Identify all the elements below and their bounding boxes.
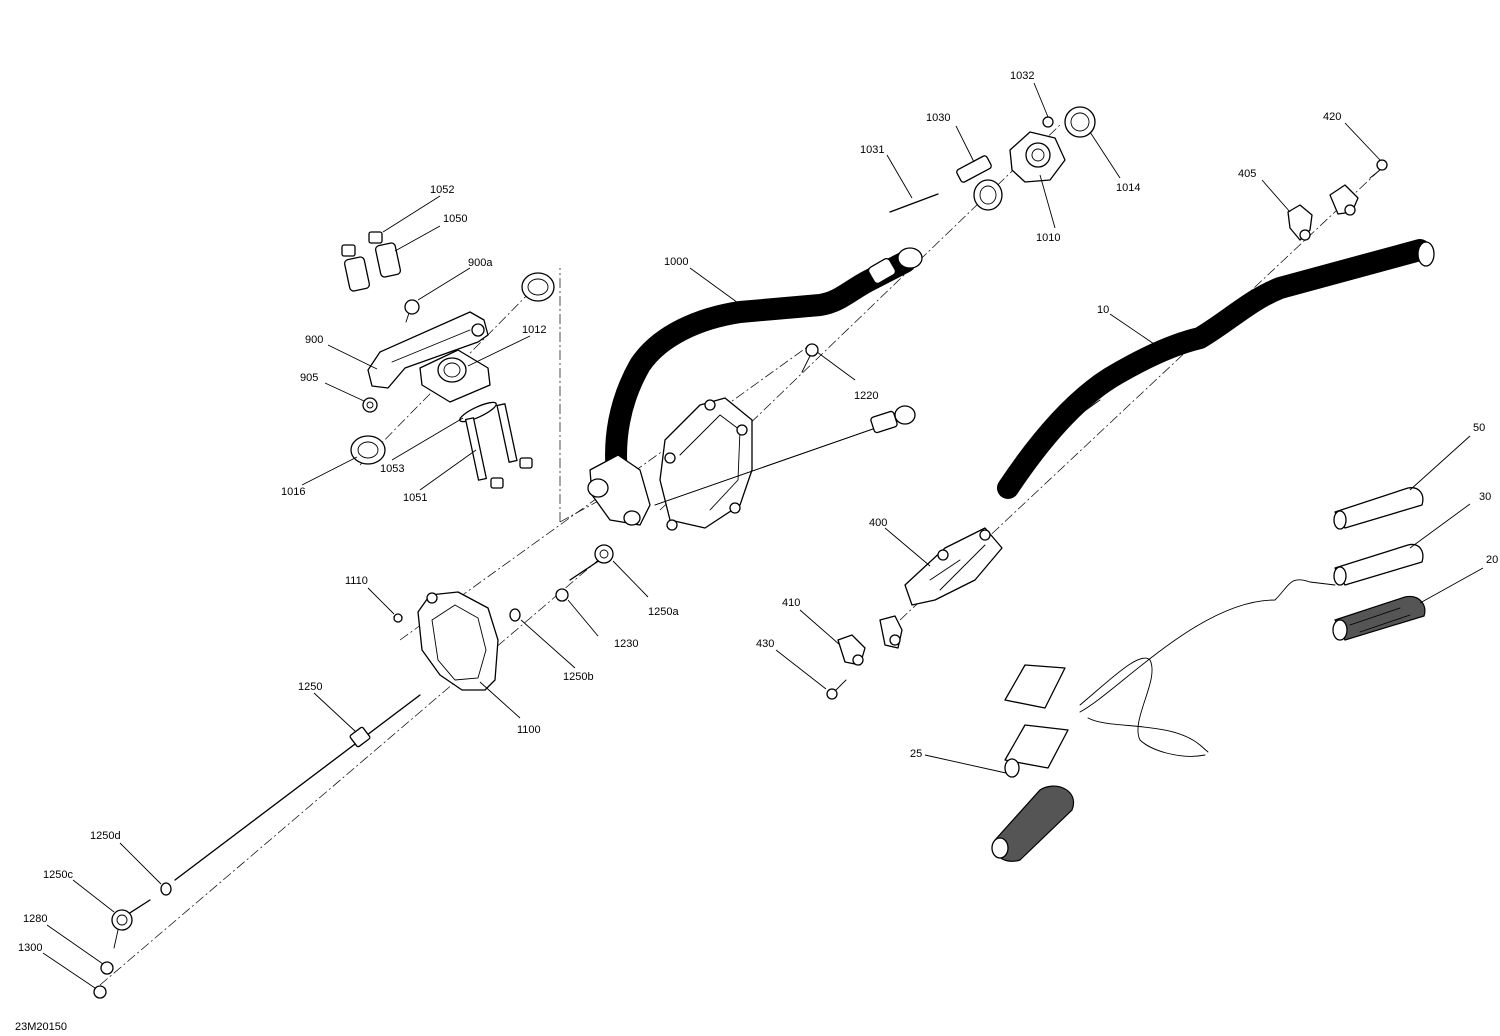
leader-lines xyxy=(42,82,1484,989)
callout-905: 905 xyxy=(300,372,318,384)
callout-25: 25 xyxy=(910,748,922,760)
steering-column-1000 xyxy=(587,247,923,531)
bolt-900a xyxy=(404,299,420,323)
callout-1016: 1016 xyxy=(281,486,305,498)
callout-1250: 1250 xyxy=(298,681,322,693)
callout-labels: 1032 1030 1031 1014 1010 420 405 1052 10… xyxy=(18,70,1498,954)
nut-905 xyxy=(362,397,378,413)
spacer-1050 xyxy=(343,242,402,292)
clamp-400-group xyxy=(826,527,1003,700)
grip-wires xyxy=(1079,579,1336,757)
bracket-900 xyxy=(367,311,489,389)
callout-1250b: 1250b xyxy=(563,671,594,683)
callout-1300: 1300 xyxy=(18,942,42,954)
callout-1250d: 1250d xyxy=(90,830,121,842)
callout-1014: 1014 xyxy=(1116,182,1140,194)
steering-shaft-1250 xyxy=(93,694,421,999)
callout-900: 900 xyxy=(305,334,323,346)
washer-1053 xyxy=(459,401,497,423)
callout-1280: 1280 xyxy=(23,913,47,925)
callout-1230: 1230 xyxy=(614,638,638,650)
grips-group xyxy=(991,487,1426,862)
bolt-1220 xyxy=(801,343,819,373)
callout-1052: 1052 xyxy=(430,184,454,196)
callout-1220: 1220 xyxy=(854,390,878,402)
callout-30: 30 xyxy=(1479,491,1491,503)
clamp-405-group xyxy=(1287,159,1388,241)
callout-10: 10 xyxy=(1097,304,1109,316)
callout-900a: 900a xyxy=(468,257,493,269)
handlebar-clamp-group xyxy=(341,231,555,489)
callout-420: 420 xyxy=(1323,111,1341,123)
handlebar-10 xyxy=(997,239,1435,499)
bushing-1016 xyxy=(350,435,386,465)
heated-grip-20 xyxy=(1332,595,1426,641)
assembly-centerlines xyxy=(99,124,1386,986)
callout-1110: 1110 xyxy=(345,575,368,587)
callout-1100: 1100 xyxy=(517,724,541,736)
drawing-code: 23M20150 xyxy=(15,1021,67,1033)
callout-1010: 1010 xyxy=(1036,232,1060,244)
bushing-1012-upper xyxy=(521,272,555,302)
grip-sleeve-25 xyxy=(1004,664,1069,778)
callout-1032: 1032 xyxy=(1010,70,1034,82)
callout-1050: 1050 xyxy=(443,213,467,225)
callout-405: 405 xyxy=(1238,168,1256,180)
callout-1250c: 1250c xyxy=(43,869,73,881)
clamp-block-1012 xyxy=(419,349,491,403)
nut-1052 xyxy=(341,231,383,257)
grip-sleeve-30 xyxy=(1333,543,1424,586)
grip-sleeve-50 xyxy=(1333,487,1424,530)
callout-1031: 1031 xyxy=(860,144,884,156)
bolts-1051 xyxy=(464,403,533,489)
callout-400: 400 xyxy=(869,517,887,529)
callout-20: 20 xyxy=(1486,554,1498,566)
heated-grip-left xyxy=(991,785,1075,862)
clamp-1010-group xyxy=(889,106,1096,213)
callout-1051: 1051 xyxy=(403,492,427,504)
callout-1012: 1012 xyxy=(522,324,546,336)
callout-1030: 1030 xyxy=(926,112,950,124)
cover-1100-group xyxy=(393,544,614,691)
callout-430: 430 xyxy=(756,638,774,650)
callout-1250a: 1250a xyxy=(648,606,679,618)
callout-410: 410 xyxy=(782,597,800,609)
callout-1000: 1000 xyxy=(664,256,688,268)
callout-50: 50 xyxy=(1473,422,1485,434)
callout-1053: 1053 xyxy=(380,463,404,475)
